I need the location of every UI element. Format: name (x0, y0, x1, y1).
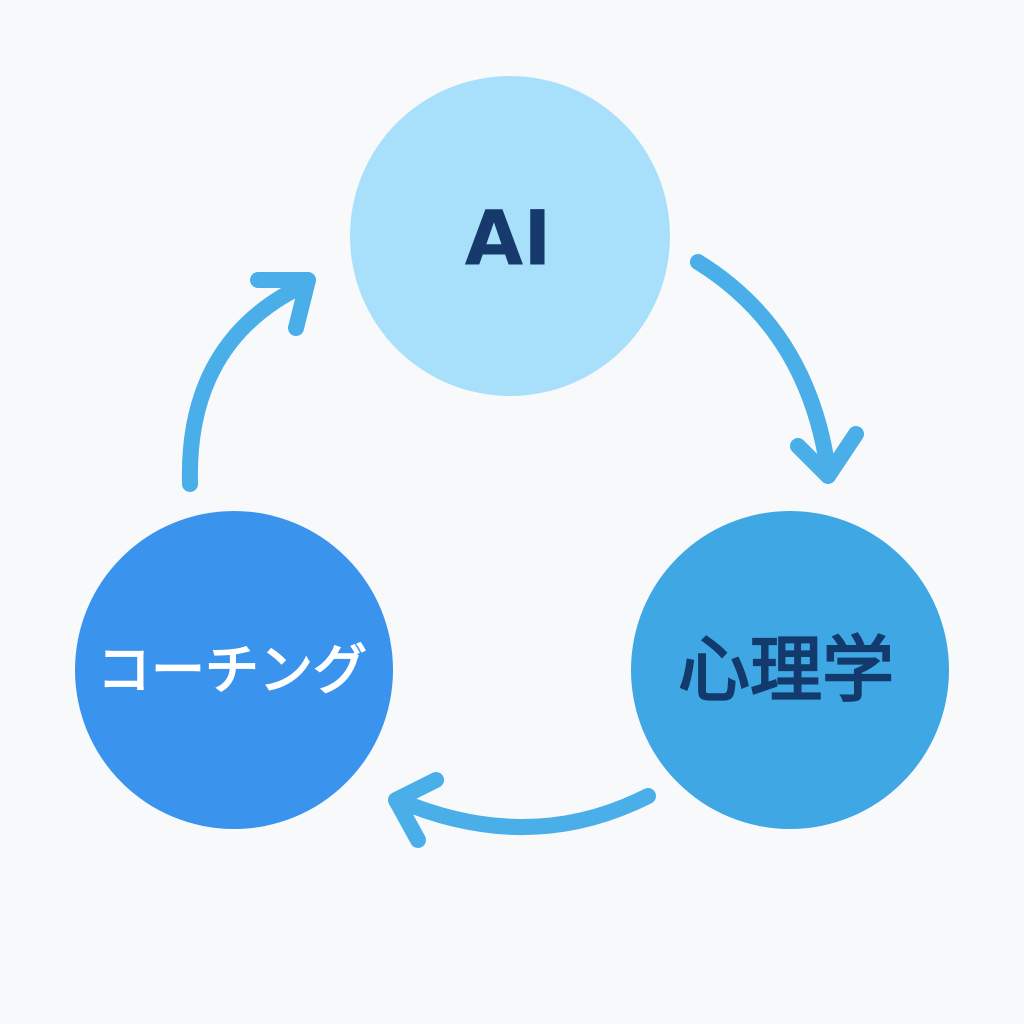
arrow-psychology-to-coaching-head (388, 772, 444, 848)
node-ai-label: AI (464, 194, 551, 283)
arrow-ai-to-psychology (690, 254, 864, 484)
arrow-coaching-to-ai-shaft (181, 276, 314, 492)
arrow-coaching-to-ai-head (250, 272, 316, 336)
node-ai-circle (350, 76, 670, 396)
arrow-psychology-to-coaching (388, 772, 656, 848)
arrow-coaching-to-ai (181, 272, 316, 492)
arrow-ai-to-psychology-shaft (690, 254, 836, 478)
node-psychology: 心理学 (631, 511, 949, 829)
node-psychology-label: 心理学 (678, 628, 894, 712)
node-coaching-circle (75, 511, 393, 829)
node-psychology-circle (631, 511, 949, 829)
arrow-ai-to-psychology-head (790, 426, 864, 484)
node-coaching-label: コーチング (97, 639, 367, 702)
node-ai: AI (350, 76, 670, 396)
arrow-psychology-to-coaching-shaft (390, 788, 656, 836)
node-coaching: コーチング (75, 511, 393, 829)
